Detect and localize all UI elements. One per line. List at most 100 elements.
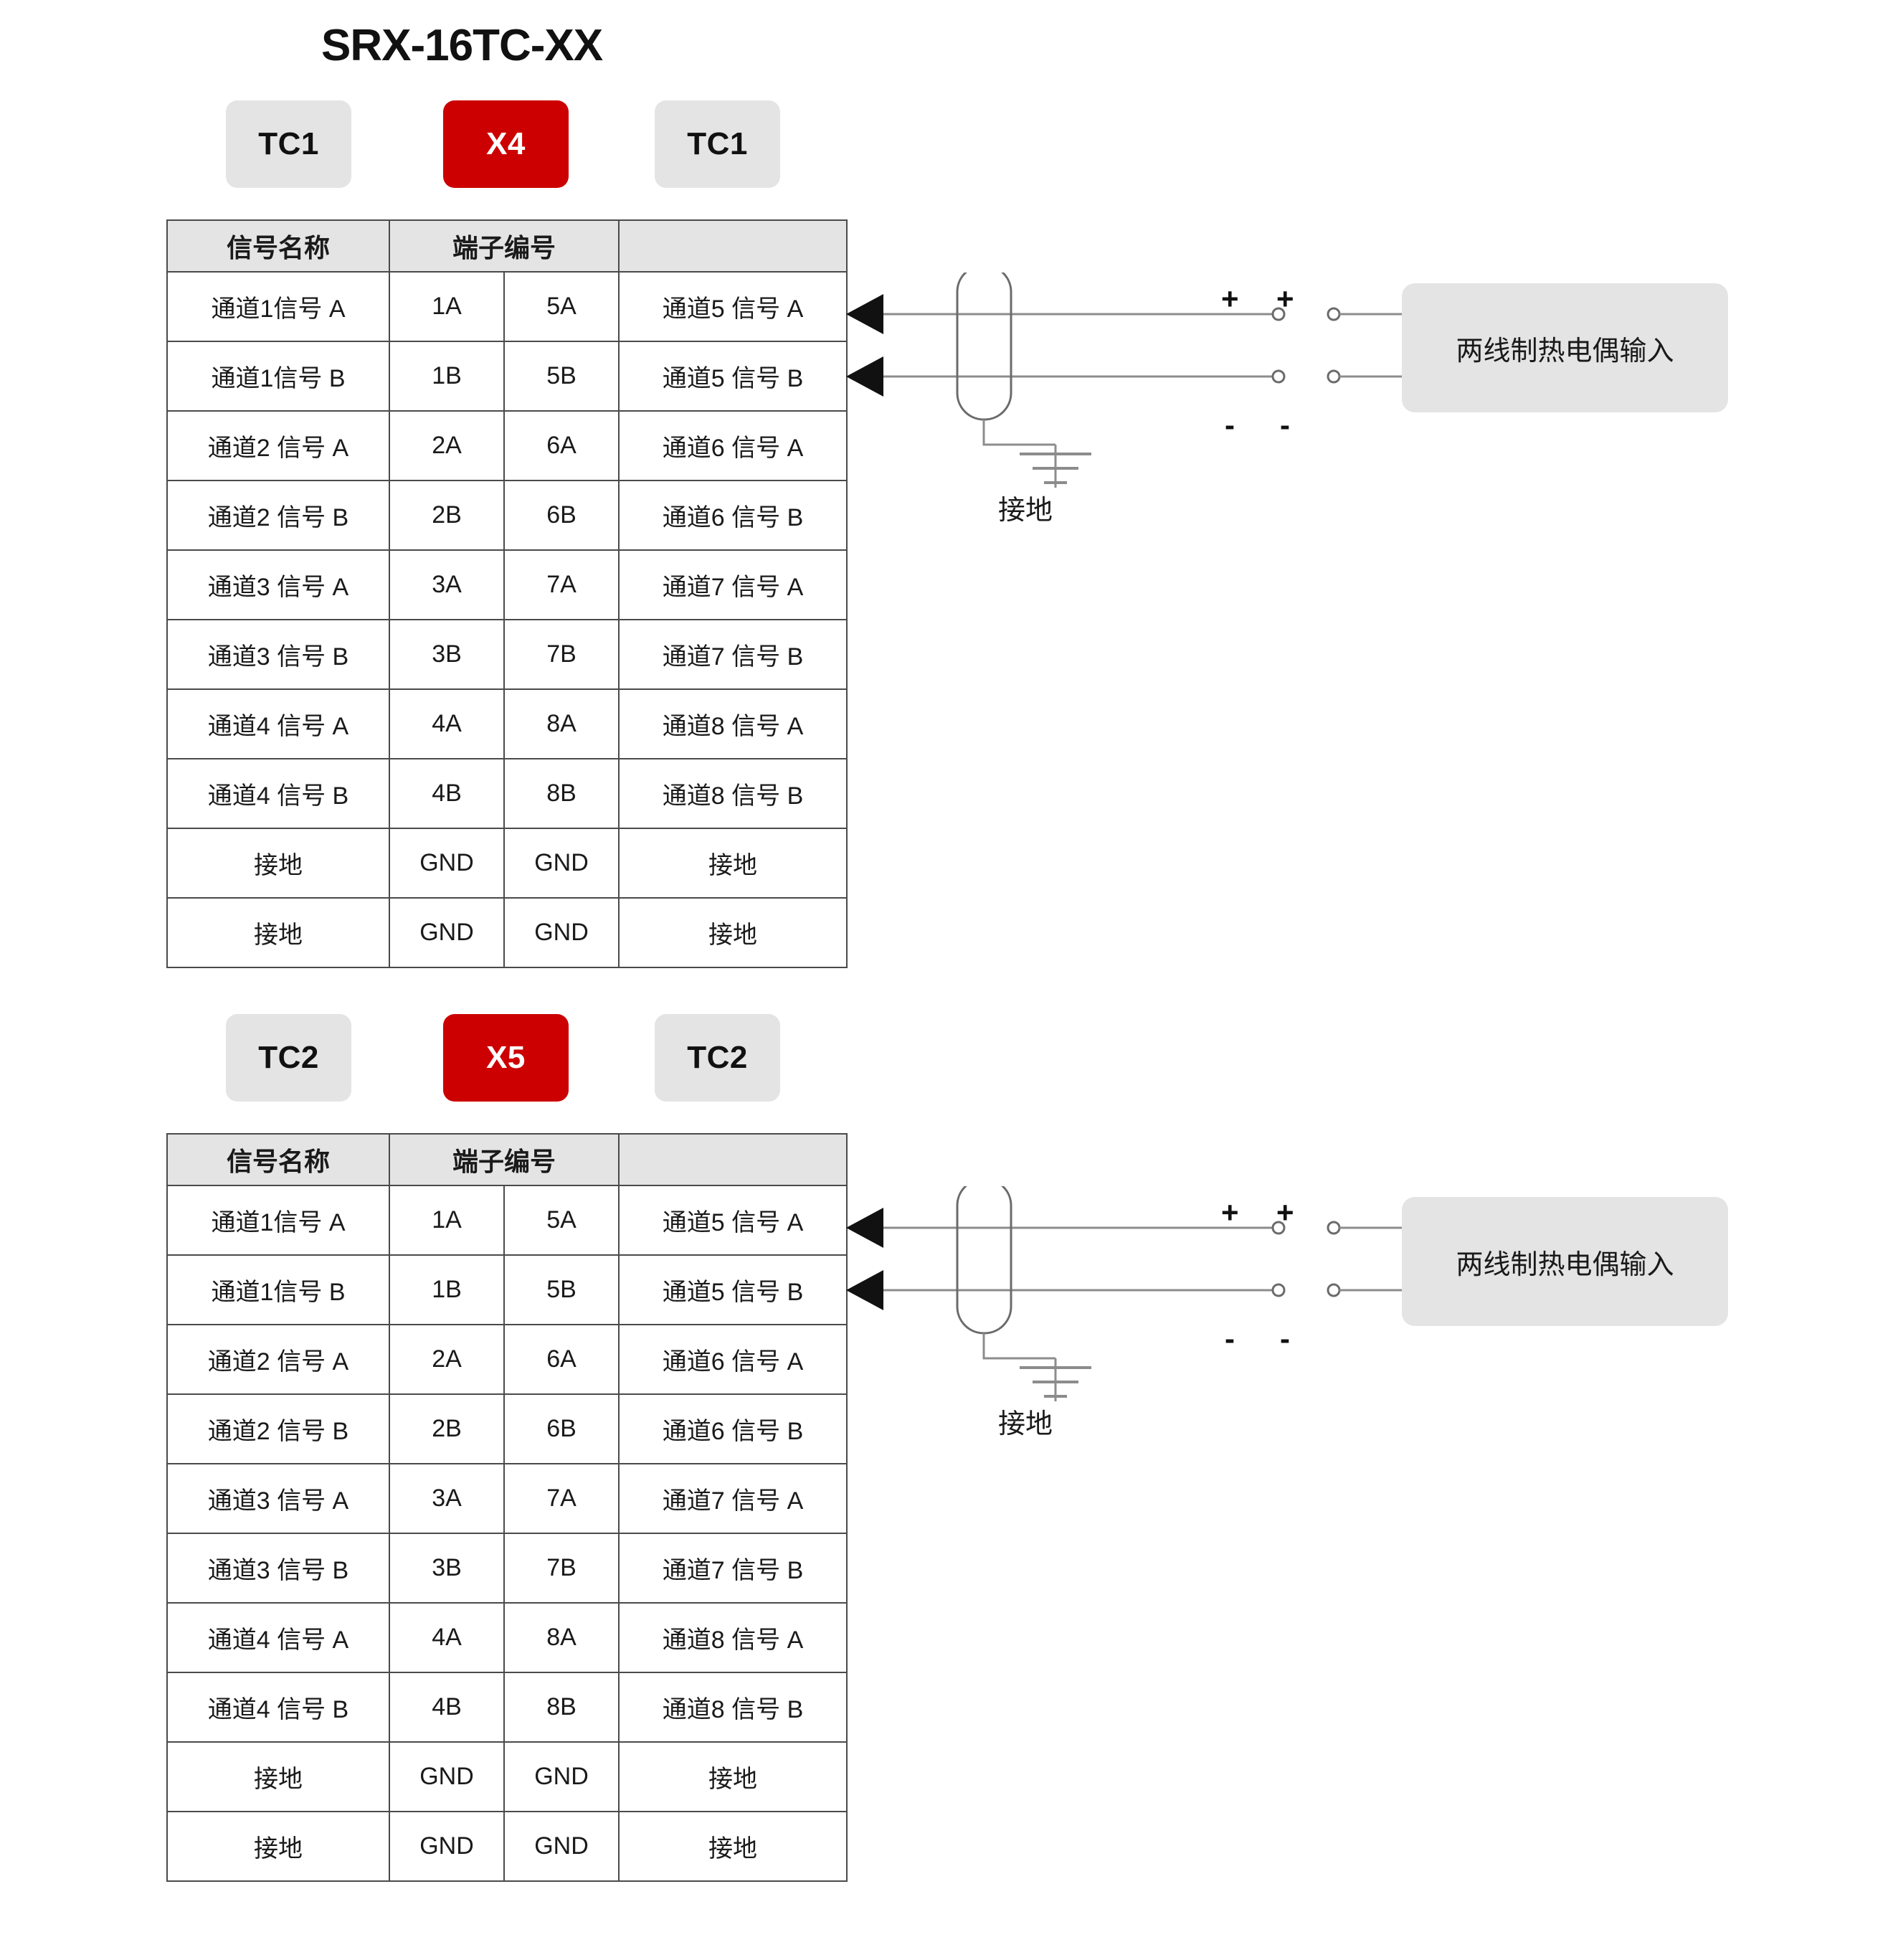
arrow-left-icon <box>846 356 883 397</box>
input-type-label: 两线制热电偶输入 <box>1402 283 1728 412</box>
cell-terminal-right: 7A <box>503 549 620 620</box>
badge-connector[interactable]: X4 <box>443 100 569 188</box>
cell-terminal-right: GND <box>503 897 620 968</box>
cell-terminal-right: 8B <box>503 758 620 829</box>
cell-terminal-left: 1B <box>389 1254 505 1325</box>
cell-terminal-left: 4A <box>389 688 505 759</box>
cell-terminal-left: 3B <box>389 619 505 690</box>
polarity-minus-module: - <box>1225 1322 1235 1355</box>
cell-signal-right: 通道8 信号 A <box>618 1602 848 1673</box>
cell-terminal-left: 3B <box>389 1533 505 1604</box>
cell-signal-right: 通道5 信号 B <box>618 341 848 412</box>
cell-signal-left: 通道4 信号 A <box>166 1602 390 1673</box>
table-header-row: 信号名称 端子编号 <box>166 1133 848 1186</box>
cell-signal-right: 通道5 信号 A <box>618 271 848 342</box>
header-terminal-number: 端子编号 <box>388 219 620 273</box>
cell-signal-left: 通道1信号 B <box>166 341 390 412</box>
cell-terminal-right: 7B <box>503 619 620 690</box>
cell-signal-left: 通道1信号 B <box>166 1254 390 1325</box>
cell-terminal-left: GND <box>389 897 505 968</box>
cell-signal-right: 通道5 信号 A <box>618 1185 848 1256</box>
cell-signal-left: 通道3 信号 B <box>166 1533 390 1604</box>
polarity-plus-module: + <box>1221 282 1239 316</box>
cell-terminal-left: GND <box>389 1811 505 1882</box>
cell-signal-right: 通道7 信号 B <box>618 1533 848 1604</box>
ground-label: 接地 <box>998 496 1053 526</box>
cell-terminal-right: 5A <box>503 1185 620 1256</box>
cell-terminal-left: 4B <box>389 1672 505 1743</box>
cell-terminal-left: 4B <box>389 758 505 829</box>
cell-terminal-right: GND <box>503 1741 620 1812</box>
table-header-row: 信号名称 端子编号 <box>166 219 848 273</box>
cell-signal-right: 通道7 信号 B <box>618 619 848 690</box>
cell-terminal-left: 3A <box>389 1463 505 1534</box>
cell-signal-right: 通道6 信号 B <box>618 1393 848 1464</box>
cell-signal-right: 通道8 信号 A <box>618 688 848 759</box>
cell-terminal-left: 2A <box>389 410 505 481</box>
cell-signal-left: 通道4 信号 B <box>166 1672 390 1743</box>
cell-signal-left: 通道4 信号 A <box>166 688 390 759</box>
cell-terminal-left: 2B <box>389 1393 505 1464</box>
cell-signal-right: 接地 <box>618 828 848 899</box>
cell-signal-left: 接地 <box>166 1741 390 1812</box>
cell-terminal-right: 5A <box>503 271 620 342</box>
polarity-minus-module: - <box>1225 408 1235 442</box>
cell-terminal-left: 1A <box>389 1185 505 1256</box>
header-signal-name: 信号名称 <box>166 1133 390 1186</box>
badge-tc-right[interactable]: TC1 <box>655 100 780 188</box>
cell-signal-right: 通道5 信号 B <box>618 1254 848 1325</box>
arrow-left-icon <box>846 294 883 334</box>
cell-terminal-left: GND <box>389 1741 505 1812</box>
cell-signal-right: 接地 <box>618 1811 848 1882</box>
cell-signal-left: 通道2 信号 B <box>166 480 390 551</box>
cell-terminal-left: 1A <box>389 271 505 342</box>
polarity-plus-sensor: + <box>1276 282 1294 316</box>
cell-signal-left: 通道1信号 A <box>166 271 390 342</box>
cell-signal-left: 通道3 信号 A <box>166 1463 390 1534</box>
cell-signal-right: 接地 <box>618 1741 848 1812</box>
cell-terminal-left: 1B <box>389 341 505 412</box>
cell-signal-left: 接地 <box>166 828 390 899</box>
cell-signal-right: 通道7 信号 A <box>618 549 848 620</box>
header-terminal-number: 端子编号 <box>388 1133 620 1186</box>
cell-terminal-left: GND <box>389 828 505 899</box>
polarity-plus-module: + <box>1221 1196 1239 1229</box>
cell-signal-left: 通道1信号 A <box>166 1185 390 1256</box>
badge-tc-left[interactable]: TC2 <box>226 1014 351 1102</box>
cell-signal-right: 通道6 信号 A <box>618 410 848 481</box>
header-signal-name: 信号名称 <box>166 219 390 273</box>
page-title: SRX-16TC-XX <box>321 21 603 70</box>
cell-terminal-right: 6B <box>503 480 620 551</box>
header-blank <box>618 1133 848 1186</box>
badge-tc-right[interactable]: TC2 <box>655 1014 780 1102</box>
cell-signal-left: 通道2 信号 B <box>166 1393 390 1464</box>
cell-signal-left: 接地 <box>166 897 390 968</box>
cell-terminal-left: 2B <box>389 480 505 551</box>
input-type-label: 两线制热电偶输入 <box>1402 1197 1728 1326</box>
cell-terminal-right: 5B <box>503 341 620 412</box>
cell-signal-right: 接地 <box>618 897 848 968</box>
cell-terminal-right: 5B <box>503 1254 620 1325</box>
cell-signal-right: 通道6 信号 B <box>618 480 848 551</box>
cell-terminal-right: 6B <box>503 1393 620 1464</box>
cell-signal-left: 接地 <box>166 1811 390 1882</box>
polarity-minus-sensor: - <box>1280 1322 1290 1355</box>
cell-terminal-left: 3A <box>389 549 505 620</box>
badge-connector[interactable]: X5 <box>443 1014 569 1102</box>
badge-tc-left[interactable]: TC1 <box>226 100 351 188</box>
